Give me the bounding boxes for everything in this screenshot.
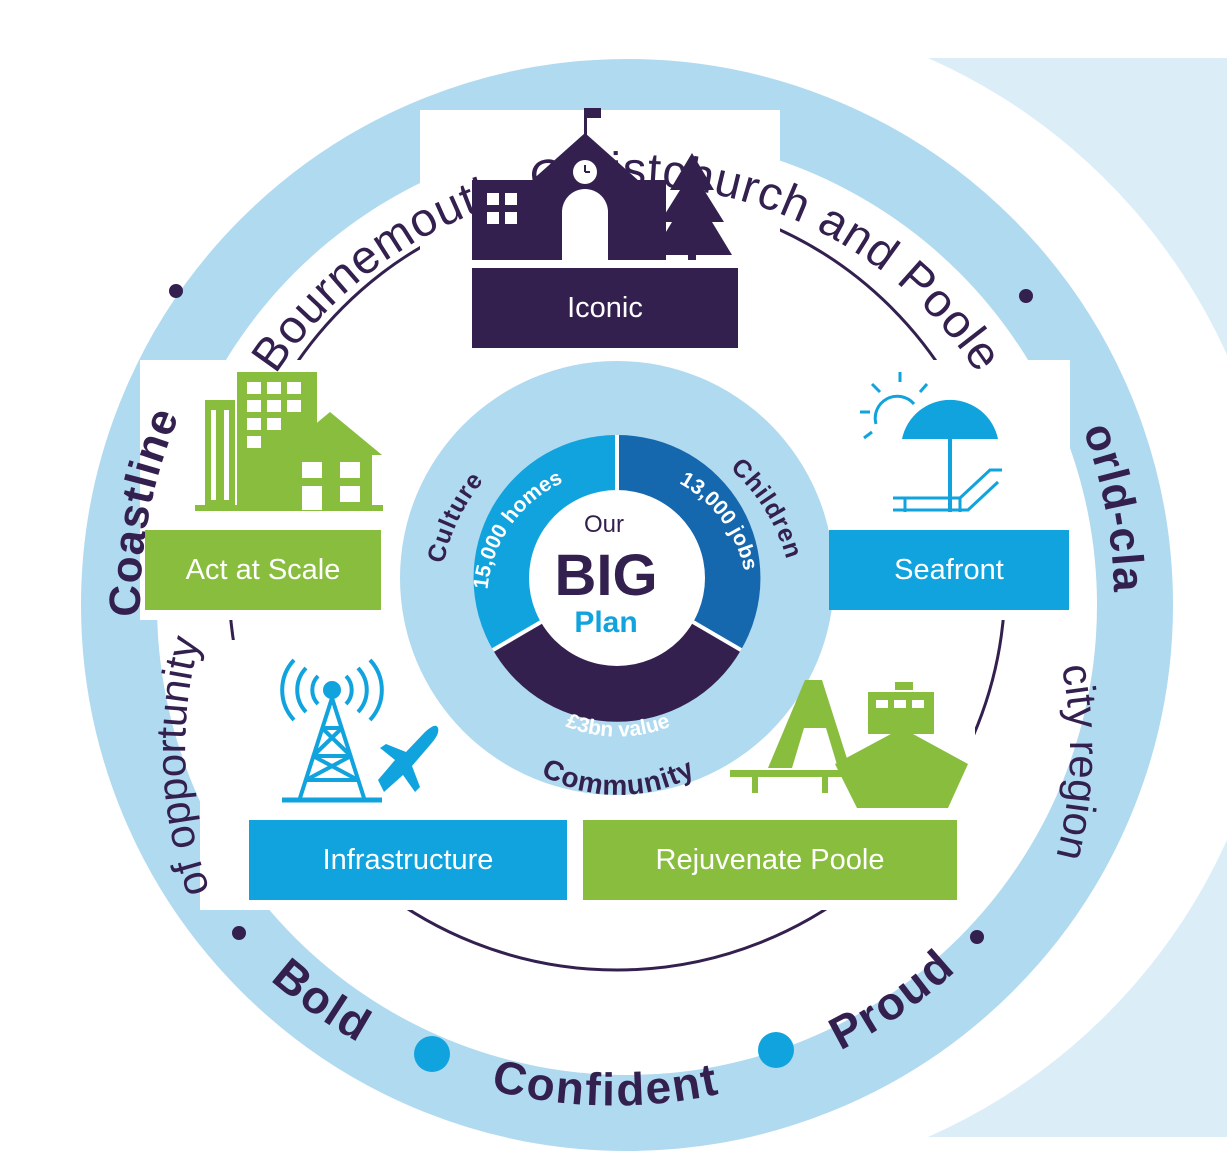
pillar-label-infrastructure: Infrastructure (322, 843, 494, 876)
apartments-and-house-icon (195, 372, 383, 511)
ring-bullet-top-left (169, 284, 183, 298)
pillar-label-iconic: Iconic (567, 291, 643, 324)
background-panel (928, 58, 1227, 1137)
label-box-seafront (829, 530, 1069, 610)
label-box-act-at-scale (145, 530, 381, 610)
radio-mast-and-plane-icon (280, 658, 439, 803)
school-and-tree-icon (472, 108, 732, 260)
ring-dot-blue-left (414, 1036, 450, 1072)
ring-bullet-bottom-right (970, 930, 984, 944)
ring-bullet-bottom-left (232, 926, 246, 940)
label-box-infrastructure (249, 820, 567, 900)
label-box-rejuvenate-poole (583, 820, 957, 900)
ring-bullet-top-right (1019, 289, 1033, 303)
label-box-iconic (472, 268, 738, 348)
core-dividers (491, 435, 743, 652)
pillar-label-act-at-scale: Act at Scale (185, 553, 341, 586)
pillar-label-rejuvenate-poole: Rejuvenate Poole (655, 843, 885, 876)
pillar-label-seafront: Seafront (894, 553, 1004, 586)
ring-dot-blue-right (758, 1032, 794, 1068)
core-our: Our (584, 511, 624, 538)
core-center-disc (529, 490, 705, 666)
core-plan: Plan (574, 606, 637, 639)
core-big: BIG (554, 543, 657, 608)
bridge-and-ferry-icon (730, 680, 968, 808)
beach-umbrella-sun-lounger-icon (860, 372, 1002, 512)
